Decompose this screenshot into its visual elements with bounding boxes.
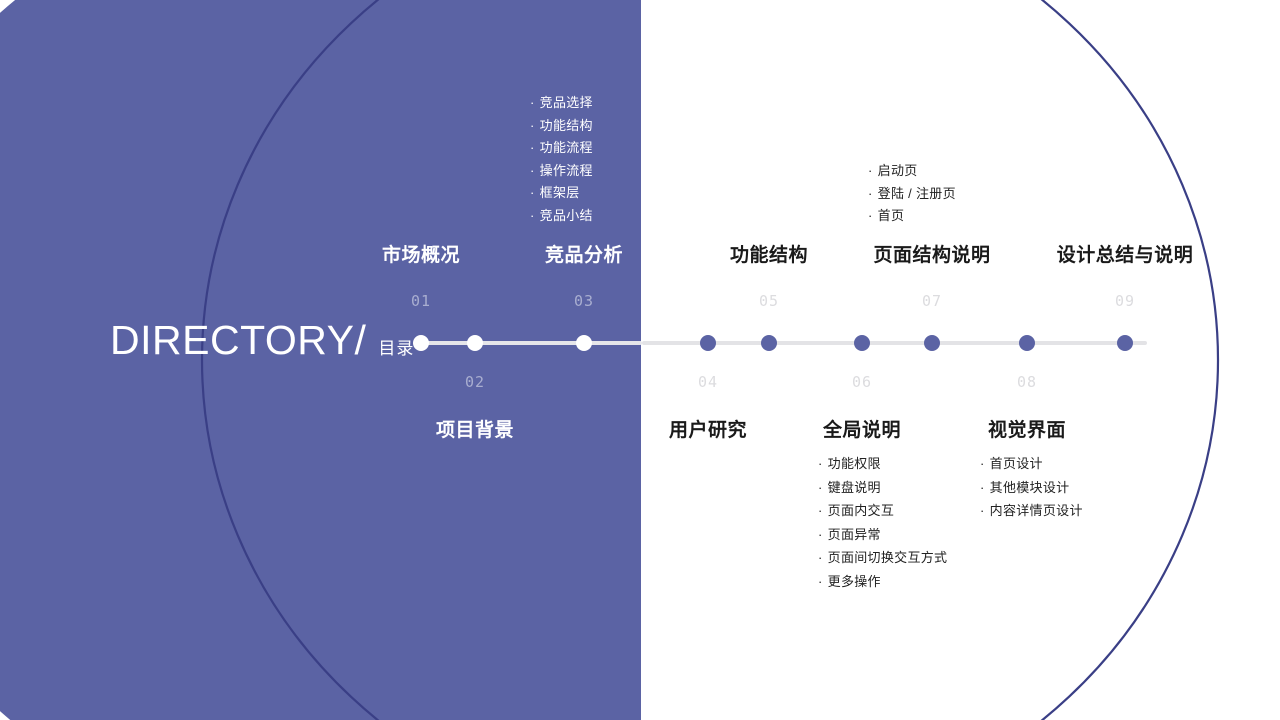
timeline-number-06: 06 <box>851 373 873 391</box>
bullet-item: 启动页 <box>868 160 956 183</box>
timeline-number-05: 05 <box>758 292 780 310</box>
timeline-heading-06[interactable]: 全局说明 <box>822 420 902 441</box>
bullet-list-competitor-analysis: 竞品选择功能结构功能流程操作流程框架层竞品小结 <box>530 92 593 227</box>
timeline-dot-05[interactable] <box>761 335 777 351</box>
timeline-dot-02[interactable] <box>467 335 483 351</box>
directory-title: DIRECTORY/ 目录 <box>110 320 414 361</box>
timeline-dot-07[interactable] <box>924 335 940 351</box>
bullet-item: 键盘说明 <box>818 476 947 500</box>
bullet-item: 框架层 <box>530 182 593 205</box>
timeline-number-03: 03 <box>573 292 595 310</box>
timeline-heading-08[interactable]: 视觉界面 <box>987 420 1067 441</box>
timeline-line-right <box>642 341 1147 345</box>
timeline-number-01: 01 <box>410 292 432 310</box>
timeline-dot-04[interactable] <box>700 335 716 351</box>
timeline-line-left <box>420 341 642 345</box>
timeline-number-08: 08 <box>1016 373 1038 391</box>
timeline-dot-08[interactable] <box>1019 335 1035 351</box>
bullet-item: 其他模块设计 <box>980 476 1083 500</box>
bullet-item: 首页 <box>868 205 956 228</box>
timeline-heading-01[interactable]: 市场概况 <box>381 245 461 266</box>
bullet-item: 竞品小结 <box>530 205 593 228</box>
timeline-heading-09[interactable]: 设计总结与说明 <box>1056 245 1194 266</box>
timeline-heading-05[interactable]: 功能结构 <box>729 245 809 266</box>
bullet-item: 页面异常 <box>818 523 947 547</box>
bullet-list-page-structure: 启动页登陆 / 注册页首页 <box>868 160 956 228</box>
bullet-list-visual-interface: 首页设计其他模块设计内容详情页设计 <box>980 452 1083 523</box>
timeline-number-02: 02 <box>464 373 486 391</box>
timeline-heading-02[interactable]: 项目背景 <box>435 420 515 441</box>
bullet-item: 更多操作 <box>818 570 947 594</box>
timeline-heading-04[interactable]: 用户研究 <box>668 420 748 441</box>
bullet-item: 页面间切换交互方式 <box>818 546 947 570</box>
timeline-number-09: 09 <box>1114 292 1136 310</box>
timeline-number-04: 04 <box>697 373 719 391</box>
bullet-item: 登陆 / 注册页 <box>868 183 956 206</box>
directory-title-en: DIRECTORY/ <box>110 317 367 363</box>
timeline-dot-06[interactable] <box>854 335 870 351</box>
bullet-item: 首页设计 <box>980 452 1083 476</box>
bullet-item: 操作流程 <box>530 160 593 183</box>
bullet-item: 竞品选择 <box>530 92 593 115</box>
bullet-item: 功能权限 <box>818 452 947 476</box>
timeline-heading-03[interactable]: 竞品分析 <box>544 245 624 266</box>
timeline-heading-07[interactable]: 页面结构说明 <box>873 245 991 266</box>
bullet-list-global-description: 功能权限键盘说明页面内交互页面异常页面间切换交互方式更多操作 <box>818 452 947 593</box>
bullet-item: 功能流程 <box>530 137 593 160</box>
timeline-dot-03[interactable] <box>576 335 592 351</box>
directory-title-cn: 目录 <box>378 339 415 358</box>
timeline-number-07: 07 <box>921 292 943 310</box>
timeline-dot-01[interactable] <box>413 335 429 351</box>
bullet-item: 内容详情页设计 <box>980 499 1083 523</box>
timeline-dot-09[interactable] <box>1117 335 1133 351</box>
bullet-item: 功能结构 <box>530 115 593 138</box>
bullet-item: 页面内交互 <box>818 499 947 523</box>
